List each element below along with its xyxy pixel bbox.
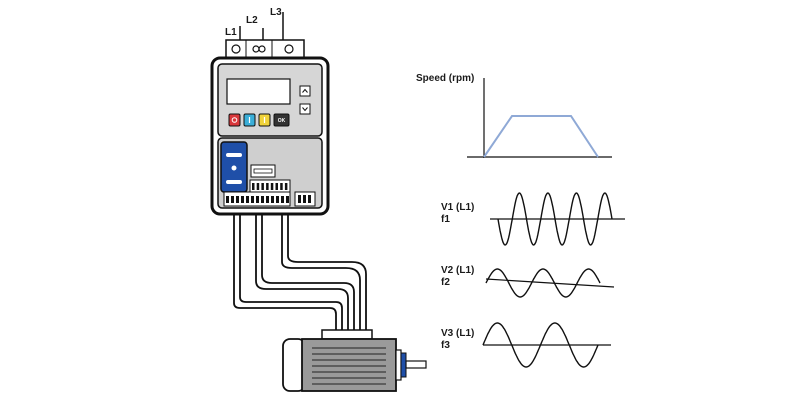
- motor: [282, 329, 427, 392]
- wave-3-sine: [482, 322, 599, 368]
- motor-cables: [233, 214, 367, 332]
- control-terminal: [226, 196, 229, 203]
- control-terminal: [286, 196, 289, 203]
- control-terminal: [256, 196, 259, 203]
- wave-3-frequency-label: f3: [441, 340, 450, 351]
- wave-2-sine: [485, 268, 601, 298]
- frequency-drive: OK: [210, 56, 330, 216]
- control-terminal: [280, 183, 283, 190]
- motor-flange: [400, 352, 407, 378]
- control-terminal: [284, 183, 288, 190]
- control-terminal: [261, 196, 264, 203]
- supply-terminals: L1 L2 L3: [225, 7, 305, 59]
- wave-3-voltage-label: V3 (L1): [441, 328, 474, 339]
- motor-shaft: [405, 360, 427, 369]
- control-terminal: [276, 196, 279, 203]
- control-terminal: [270, 183, 274, 190]
- terminal-screw-icon: [231, 44, 241, 54]
- control-terminal: [261, 183, 264, 190]
- connector-slot: [253, 168, 273, 174]
- speed-ramp-curve: [483, 115, 599, 158]
- control-terminal: [236, 196, 239, 203]
- waveform-3: V3 (L1) f3: [441, 322, 611, 368]
- wave-2-baseline: [485, 278, 615, 288]
- wave-1-frequency-label: f1: [441, 214, 450, 225]
- control-terminal: [246, 196, 249, 203]
- ok-icon: OK: [278, 118, 286, 124]
- control-terminal: [256, 183, 260, 190]
- terminal-screw-icon: [258, 45, 266, 53]
- terminal-label-l2: L2: [246, 15, 258, 26]
- stop-button[interactable]: [228, 113, 241, 127]
- terminal-label-l3: L3: [270, 7, 282, 18]
- speed-graph: Speed (rpm): [416, 73, 612, 158]
- control-terminal: [231, 196, 234, 203]
- wave-1-sine: [497, 192, 613, 246]
- control-terminal-strip: [223, 179, 291, 207]
- waveform-1: V1 (L1) f1: [441, 192, 625, 246]
- control-terminal: [275, 183, 278, 190]
- control-terminal: [266, 196, 269, 203]
- control-terminal: [251, 196, 254, 203]
- control-module-slot: [226, 180, 242, 184]
- up-button[interactable]: [299, 85, 311, 97]
- control-terminal: [241, 196, 244, 203]
- wave-2-frequency-label: f2: [441, 277, 450, 288]
- drive-display: [226, 78, 291, 105]
- ok-button[interactable]: [273, 113, 290, 127]
- wave-1-voltage-label: V1 (L1): [441, 202, 474, 213]
- speed-axis-label: Speed (rpm): [416, 73, 474, 84]
- control-module-slot: [226, 153, 242, 157]
- motor-body: [301, 338, 397, 392]
- waveform-2: V2 (L1) f2: [441, 265, 615, 298]
- control-terminal: [271, 196, 274, 203]
- terminal-label-l1: L1: [225, 27, 237, 38]
- dip-switch: [303, 195, 306, 203]
- dip-switch: [308, 195, 311, 203]
- control-module-led: [231, 165, 237, 171]
- control-terminal: [281, 196, 284, 203]
- down-button[interactable]: [299, 103, 311, 115]
- control-terminal: [266, 183, 269, 190]
- up-arrow-icon: [302, 88, 308, 93]
- dip-switch: [298, 195, 301, 203]
- motor-end-plate: [395, 349, 402, 381]
- down-arrow-icon: [302, 107, 308, 112]
- wave-2-voltage-label: V2 (L1): [441, 265, 474, 276]
- stop-icon: [231, 117, 238, 123]
- terminal-strip-upper: [249, 179, 291, 193]
- terminal-screw-icon: [284, 44, 294, 54]
- motor-terminal-box: [321, 329, 373, 340]
- control-terminal: [252, 183, 255, 190]
